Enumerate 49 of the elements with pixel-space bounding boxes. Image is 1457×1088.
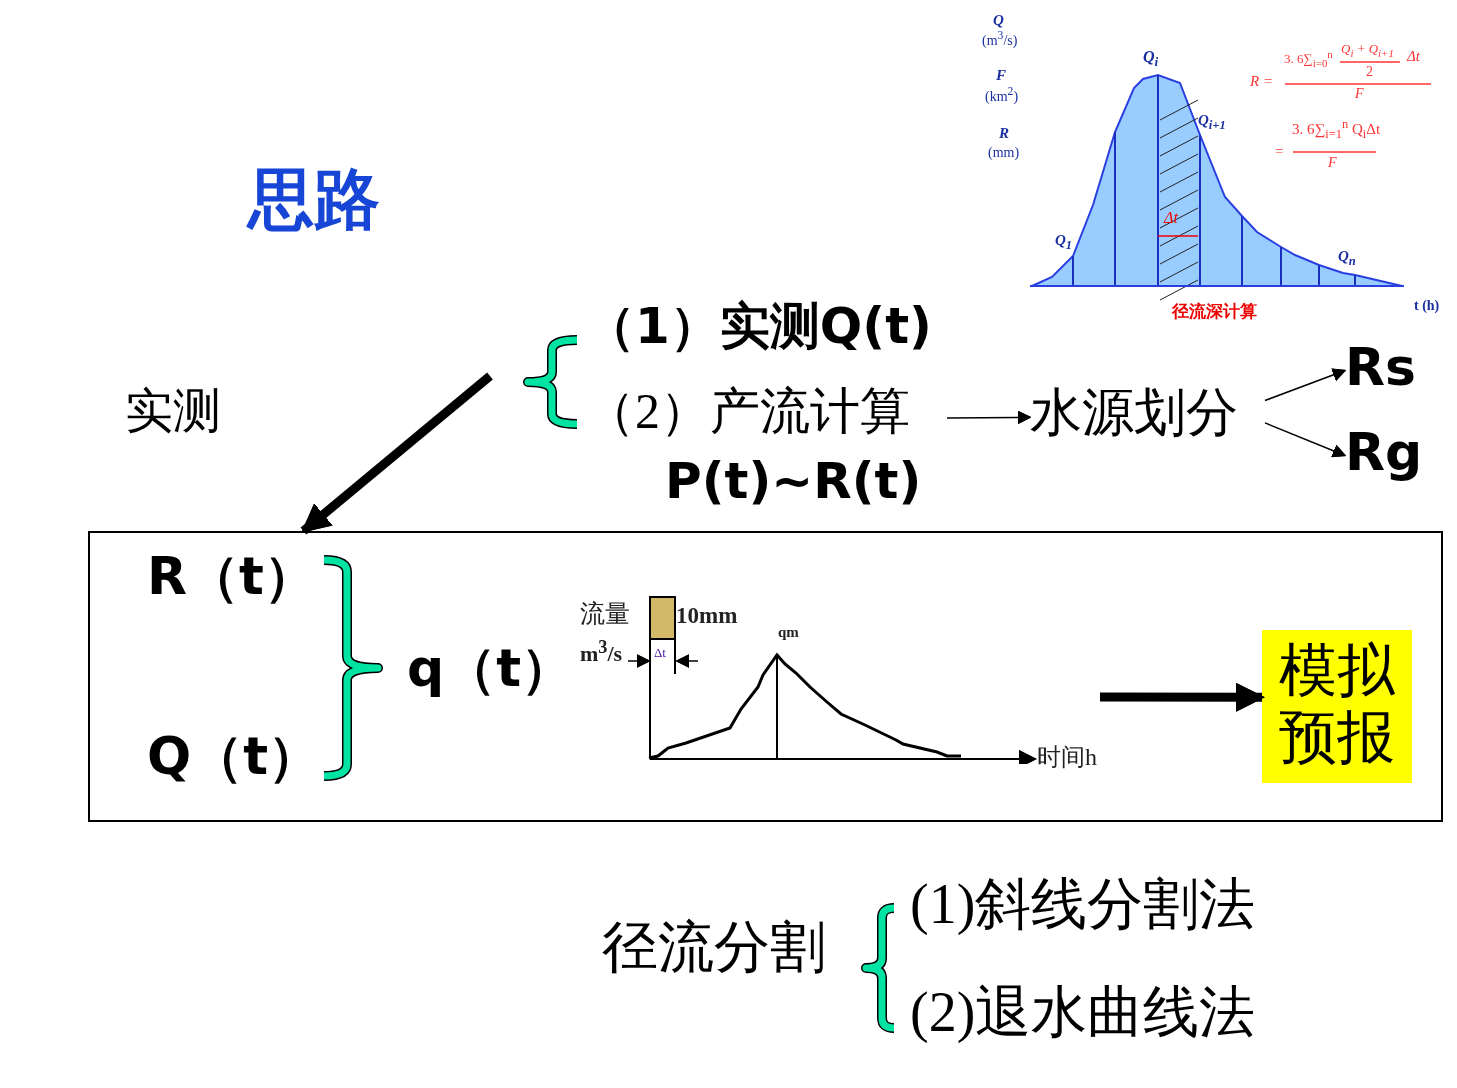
- formula-text: Δt: [1407, 48, 1420, 65]
- slide-title: 思路: [248, 160, 380, 240]
- node-text: (1)斜线分割法: [910, 872, 1257, 937]
- formula-text: 3. 6∑$_{i=1}$$^{n}$ Q$_{i}$Δt: [1292, 118, 1381, 142]
- formula-text: =: [1275, 143, 1284, 160]
- arrow: [1264, 422, 1347, 458]
- axis-label: m$^{3}$/s: [580, 637, 623, 667]
- node-subtext: P(t)~R(t): [665, 453, 922, 511]
- node-text: 模拟预报: [1278, 637, 1396, 772]
- axis-label: 10mm: [676, 603, 738, 629]
- node-text: q（t）: [407, 639, 572, 699]
- axis-label: (m$^{3}$/s): [982, 30, 1018, 49]
- axis-label: Q$_{i+1}$: [1198, 112, 1226, 133]
- node-text: 径流分割: [602, 915, 827, 980]
- node-text: Rs: [1345, 338, 1417, 398]
- formula-text: F: [1355, 86, 1364, 102]
- axis-label: R: [999, 125, 1009, 142]
- axis-label: (km$^{2}$): [985, 86, 1019, 105]
- formula-text: R =: [1250, 73, 1274, 90]
- node-text: (2)退水曲线法: [910, 980, 1257, 1045]
- axis-label: Q$_{1}$: [1055, 232, 1073, 253]
- axis-label: Δt: [654, 646, 666, 661]
- frame-box: [88, 531, 1443, 822]
- axis-label: F: [996, 67, 1006, 84]
- axis-label: Q: [993, 12, 1004, 29]
- axis-label: t (h): [1414, 298, 1440, 314]
- node-text: （1）实测Q(t): [585, 298, 933, 356]
- formula-text: Q$_{i}$ + Q$_{i+1}$: [1341, 42, 1394, 60]
- formula-text: 2: [1366, 64, 1373, 80]
- node-text: R（t）: [147, 547, 317, 607]
- axis-label: 流量: [580, 600, 630, 628]
- node-text: Rg: [1345, 423, 1424, 483]
- arrow: [300, 372, 493, 535]
- arrow: [946, 410, 1032, 425]
- arrow: [1264, 368, 1347, 402]
- node-text: （2）产流计算: [585, 383, 911, 441]
- axis-label: Q$_{n}$: [1338, 248, 1356, 269]
- axis-label: (mm): [988, 145, 1020, 161]
- axis-label: qm: [778, 624, 799, 641]
- formula-text: F: [1328, 155, 1337, 171]
- node-text: 实测: [125, 383, 222, 439]
- arrow: [1100, 682, 1265, 712]
- axis-label: 时间h: [1037, 744, 1097, 771]
- result-box: [1262, 630, 1412, 783]
- axis-label: Q$_{i}$: [1143, 48, 1159, 70]
- node-text: Q（t）: [147, 727, 317, 787]
- axis-label: Δt: [1164, 209, 1178, 227]
- axis-label: 径流深计算: [1172, 303, 1257, 322]
- node-text: 水源划分: [1030, 383, 1239, 443]
